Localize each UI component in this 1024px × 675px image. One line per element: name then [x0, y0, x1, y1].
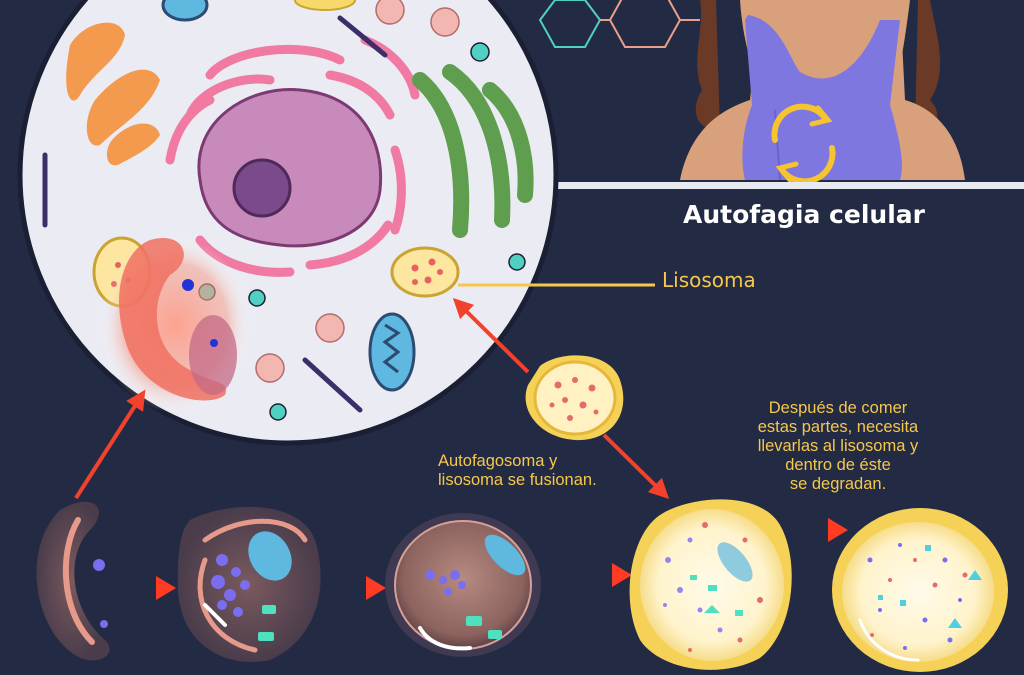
- hexagon-decoration: [538, 0, 700, 48]
- fusion-note-line: Autofagosoma y: [438, 452, 558, 470]
- degradation-note-line: estas partes, necesita: [757, 418, 919, 436]
- degradation-note-line: Después de comer: [768, 399, 908, 417]
- stage-phagophore: [36, 501, 110, 661]
- woman-figure: [680, 0, 965, 181]
- degradation-note-line: dentro de éste: [785, 456, 891, 474]
- degradation-note-line: se degradan.: [789, 475, 887, 493]
- fusion-note-line: lisosoma se fusionan.: [438, 471, 597, 489]
- process-arrows: [74, 297, 670, 500]
- stage-engulfing: [177, 506, 321, 662]
- degradation-note: Después de comer estas partes, necesita …: [722, 399, 954, 494]
- stage-fusion: [629, 499, 792, 670]
- stage-autophagosome: [385, 513, 541, 657]
- free-lysosome: [525, 355, 624, 441]
- fusion-note: Autofagosoma y lisosoma se fusionan.: [438, 452, 597, 490]
- golgi-apparatus: [66, 22, 160, 166]
- green-organelle: [412, 64, 534, 238]
- stage-degraded: [832, 508, 1008, 672]
- cell: [17, 0, 559, 446]
- page-title: Autofagia celular: [683, 200, 925, 229]
- lisosoma-label: Lisosoma: [662, 268, 756, 292]
- degradation-note-line: llevarlas al lisosoma y: [757, 437, 919, 455]
- divider-line: [555, 182, 1024, 189]
- cycle-arrows-icon: [771, 103, 836, 185]
